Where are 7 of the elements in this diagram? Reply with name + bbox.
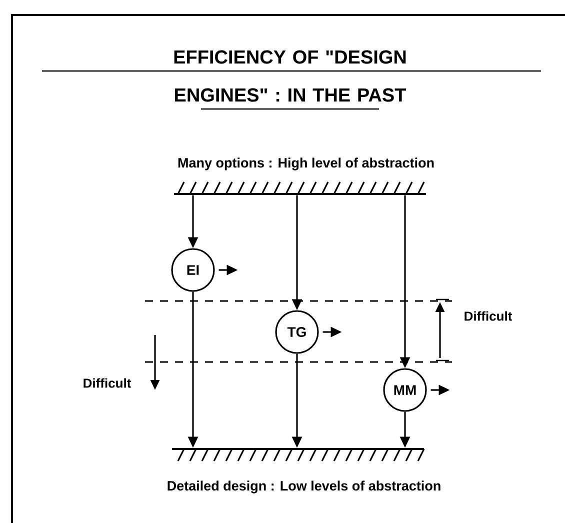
hatched-surface <box>172 448 425 462</box>
difficulty-label: Difficult <box>84 378 132 388</box>
level-label: Detailed design : Low levels of abstraction <box>168 480 440 494</box>
hatched-surface <box>174 181 426 195</box>
difficulty-label: Difficult <box>464 311 512 321</box>
title: EFFICIENCY OF "DESIGN ENGINES" : IN THE PAST <box>174 50 406 102</box>
level-label: Many options : High level of abstraction <box>178 158 434 170</box>
